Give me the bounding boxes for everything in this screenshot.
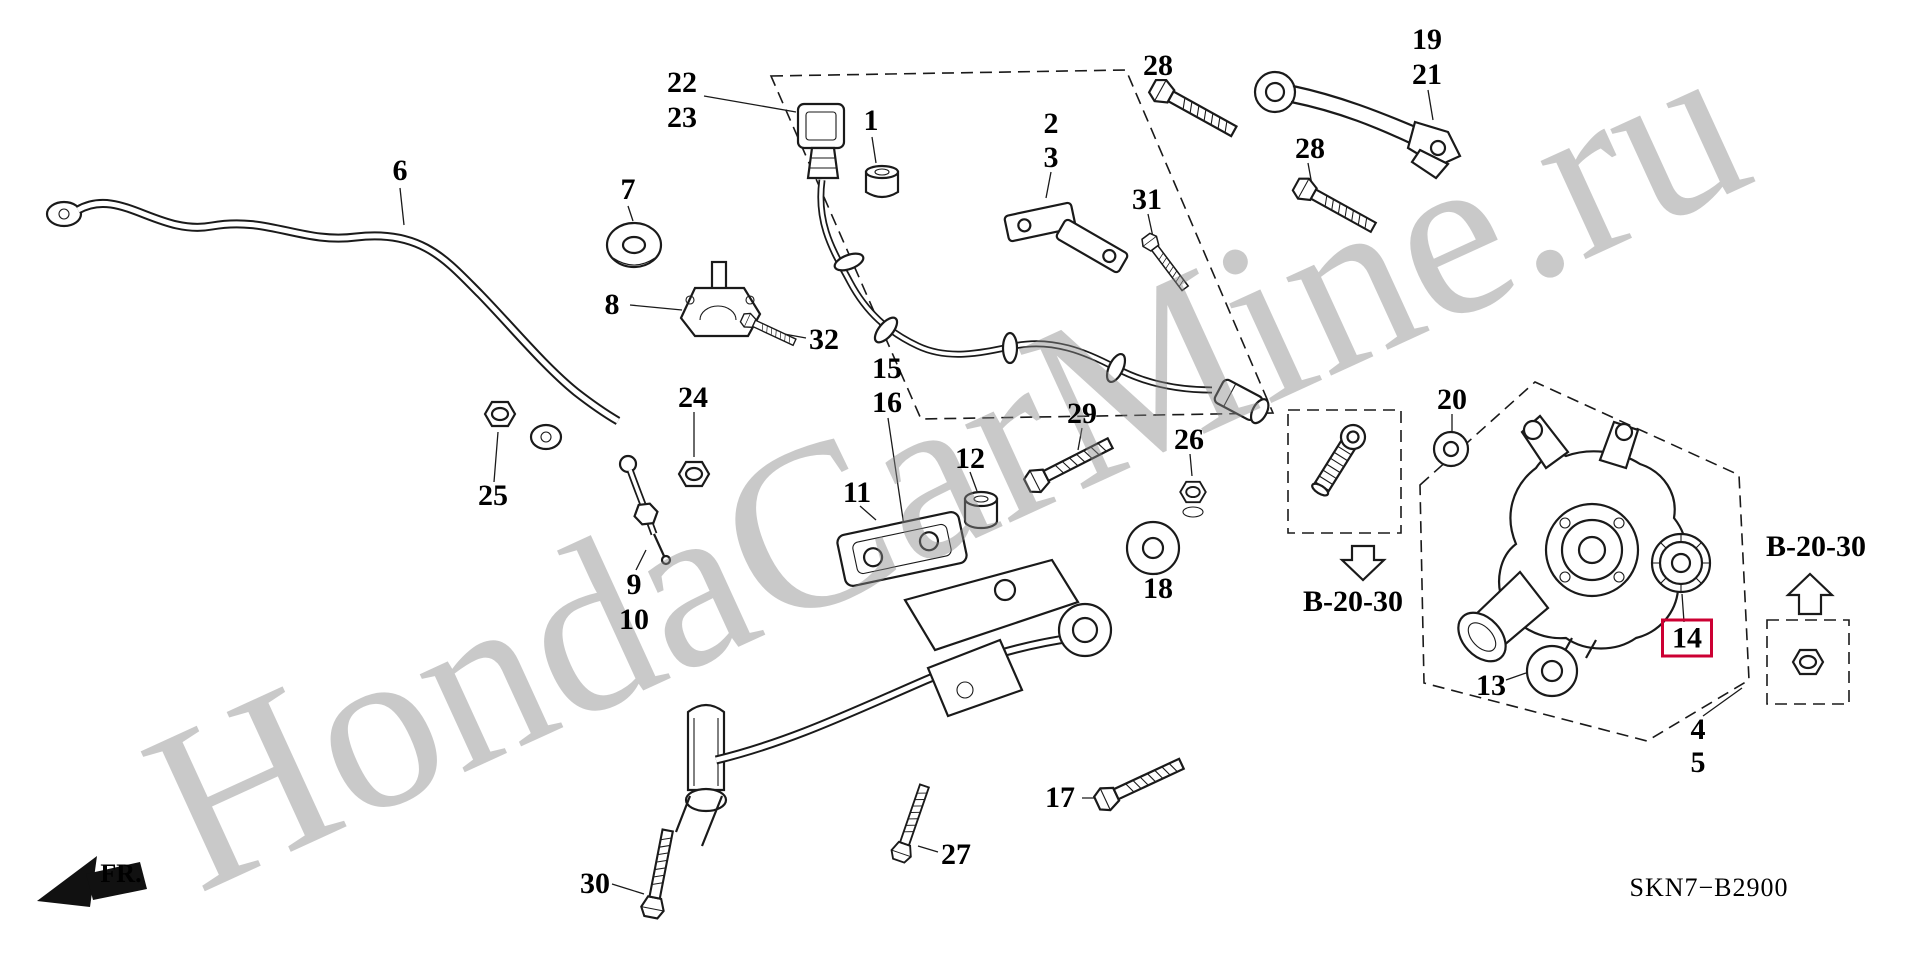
part-label-31[interactable]: 31 bbox=[1132, 183, 1162, 216]
hardware-box bbox=[1766, 619, 1850, 705]
harness-bracket-2-3 bbox=[1003, 201, 1129, 274]
trailing-arm bbox=[674, 558, 1113, 847]
part-label-15[interactable]: 15 bbox=[872, 352, 902, 385]
collar-12 bbox=[963, 490, 999, 530]
ref-link-b2030-right[interactable]: B-20-30 bbox=[1766, 530, 1866, 563]
grommet-1 bbox=[864, 164, 900, 199]
abs-sensor-group-outline bbox=[769, 69, 1275, 420]
part-label-24[interactable]: 24 bbox=[678, 381, 708, 414]
cv-joint bbox=[1311, 423, 1367, 497]
abs-connector bbox=[796, 102, 846, 180]
knuckle-group-outline bbox=[1419, 381, 1750, 742]
part-label-12[interactable]: 12 bbox=[955, 442, 985, 475]
fr-direction-label: FR. bbox=[100, 859, 142, 888]
part-label-7[interactable]: 7 bbox=[620, 173, 636, 206]
stabilizer-bar bbox=[45, 199, 621, 451]
part-label-26[interactable]: 26 bbox=[1174, 423, 1204, 456]
bracket-11 bbox=[836, 511, 968, 587]
diagram-code: SKN7−B2900 bbox=[1629, 873, 1789, 902]
part-label-8[interactable]: 8 bbox=[604, 288, 620, 321]
bushing-13 bbox=[1525, 644, 1579, 698]
bushing-14 bbox=[1650, 532, 1712, 594]
part-label-19[interactable]: 19 bbox=[1412, 23, 1442, 56]
part-label-13[interactable]: 13 bbox=[1476, 669, 1506, 702]
part-label-6[interactable]: 6 bbox=[392, 154, 408, 187]
bushing-18 bbox=[1125, 506, 1204, 576]
part-label-23[interactable]: 23 bbox=[667, 101, 697, 134]
abs-sensor-tip bbox=[1213, 378, 1270, 425]
stabilizer-bushing bbox=[605, 221, 663, 269]
part-label-25[interactable]: 25 bbox=[478, 479, 508, 512]
part-label-29[interactable]: 29 bbox=[1067, 397, 1097, 430]
part-label-4[interactable]: 4 bbox=[1690, 713, 1706, 746]
arrow-up-icon bbox=[1785, 572, 1835, 616]
part-label-11[interactable]: 11 bbox=[842, 476, 872, 509]
upper-arm bbox=[1253, 70, 1462, 180]
fr-arrow-icon bbox=[37, 856, 147, 907]
part-label-16[interactable]: 16 bbox=[872, 386, 902, 419]
part-label-21[interactable]: 21 bbox=[1412, 58, 1442, 91]
part-label-28-mid[interactable]: 28 bbox=[1295, 132, 1325, 165]
cv-joint-box bbox=[1287, 409, 1402, 534]
abs-harness bbox=[817, 179, 1213, 394]
bushing-20 bbox=[1432, 430, 1470, 468]
part-label-22[interactable]: 22 bbox=[667, 66, 697, 99]
part-label-14-highlighted[interactable]: 14 bbox=[1661, 618, 1713, 658]
part-label-30[interactable]: 30 bbox=[580, 867, 610, 900]
part-label-28-top[interactable]: 28 bbox=[1143, 49, 1173, 82]
part-label-10[interactable]: 10 bbox=[619, 603, 649, 636]
part-label-20[interactable]: 20 bbox=[1437, 383, 1467, 416]
part-label-18[interactable]: 18 bbox=[1143, 572, 1173, 605]
part-label-2[interactable]: 2 bbox=[1043, 107, 1059, 140]
part-label-17[interactable]: 17 bbox=[1045, 781, 1075, 814]
stabilizer-link bbox=[618, 454, 672, 566]
knuckle bbox=[1457, 414, 1689, 663]
part-label-32[interactable]: 32 bbox=[809, 323, 839, 356]
ref-link-b2030-left[interactable]: B-20-30 bbox=[1303, 585, 1403, 618]
part-label-27[interactable]: 27 bbox=[941, 838, 971, 871]
leader-lines bbox=[399, 79, 1743, 895]
stabilizer-bracket bbox=[679, 260, 762, 338]
arrow-down-icon bbox=[1339, 544, 1387, 582]
part-label-5[interactable]: 5 bbox=[1690, 746, 1706, 779]
part-label-3[interactable]: 3 bbox=[1043, 141, 1059, 174]
part-label-9[interactable]: 9 bbox=[626, 568, 642, 601]
part-label-1[interactable]: 1 bbox=[863, 104, 879, 137]
